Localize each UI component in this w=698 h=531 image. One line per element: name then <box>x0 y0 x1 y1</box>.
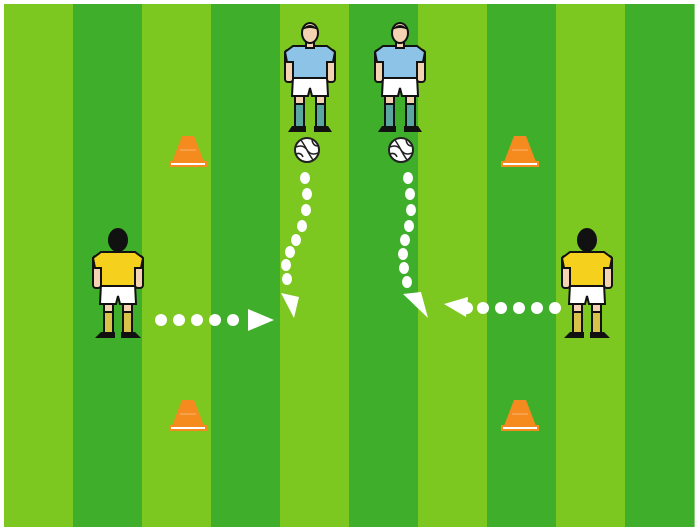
path-dot <box>406 204 416 216</box>
pitch-stripe <box>418 4 488 527</box>
path-dot <box>531 302 543 314</box>
path-dot <box>477 302 489 314</box>
pitch-stripe <box>625 4 695 527</box>
ball-right <box>389 138 413 162</box>
path-dot <box>302 188 312 200</box>
path-dot <box>495 302 507 314</box>
path-dot <box>402 276 412 288</box>
pitch-stripe <box>4 4 74 527</box>
path-dot <box>400 234 410 246</box>
path-dot <box>300 172 310 184</box>
path-dot <box>297 220 307 232</box>
ball-left <box>295 138 319 162</box>
path-dot <box>399 262 409 274</box>
path-dot <box>301 204 311 216</box>
pitch-stripe <box>487 4 557 527</box>
path-dot <box>398 248 408 260</box>
path-dot <box>173 314 185 326</box>
pitch-stripe <box>211 4 281 527</box>
path-dot <box>227 314 239 326</box>
path-dot <box>405 188 415 200</box>
path-dot <box>155 314 167 326</box>
path-dot <box>513 302 525 314</box>
path-dot <box>404 220 414 232</box>
path-dot <box>209 314 221 326</box>
path-dot <box>291 234 301 246</box>
path-dot <box>549 302 561 314</box>
path-dot <box>281 259 291 271</box>
path-dot <box>285 246 295 258</box>
path-dot <box>282 273 292 285</box>
path-dot <box>403 172 413 184</box>
path-dot <box>191 314 203 326</box>
pitch-stripe <box>142 4 212 527</box>
